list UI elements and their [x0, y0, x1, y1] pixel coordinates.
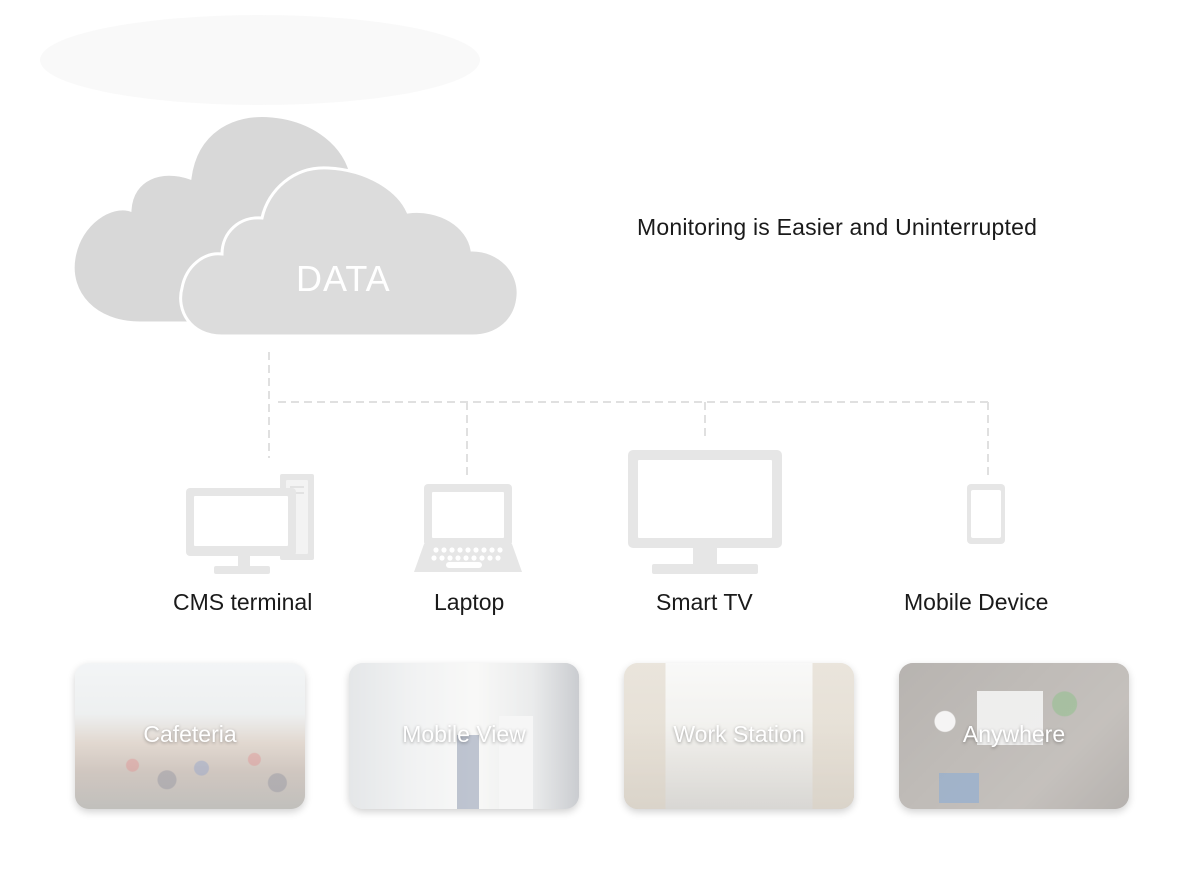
laptop-icon	[414, 484, 522, 572]
scenario-card-mobile-view[interactable]: Mobile View	[349, 663, 579, 809]
cloud-label: DATA	[296, 258, 391, 299]
card-label: Work Station	[673, 721, 805, 747]
scenario-card-cafeteria[interactable]: Cafeteria	[75, 663, 305, 809]
smartphone-icon	[967, 484, 1005, 544]
card-label: Anywhere	[962, 721, 1066, 747]
scenario-card-work-station[interactable]: Work Station	[624, 663, 854, 809]
card-label: Cafeteria	[143, 721, 237, 747]
card-photo	[624, 663, 854, 809]
card-photo	[349, 663, 579, 809]
monitor-icon	[628, 450, 782, 574]
background-texture	[40, 15, 480, 105]
device-label-laptop: Laptop	[434, 589, 505, 615]
desktop-computer-icon	[186, 474, 314, 574]
device-label-cms-terminal: CMS terminal	[173, 589, 313, 615]
scenario-card-anywhere[interactable]: Anywhere	[899, 663, 1129, 809]
cloud-icon	[71, 114, 520, 338]
card-photo	[75, 663, 305, 809]
device-label-mobile-device: Mobile Device	[904, 589, 1049, 615]
card-label: Mobile View	[402, 721, 526, 747]
connector-lines	[268, 352, 989, 476]
headline: Monitoring is Easier and Uninterrupted	[637, 214, 1038, 240]
card-photo	[899, 663, 1129, 809]
device-label-smart-tv: Smart TV	[656, 589, 753, 615]
